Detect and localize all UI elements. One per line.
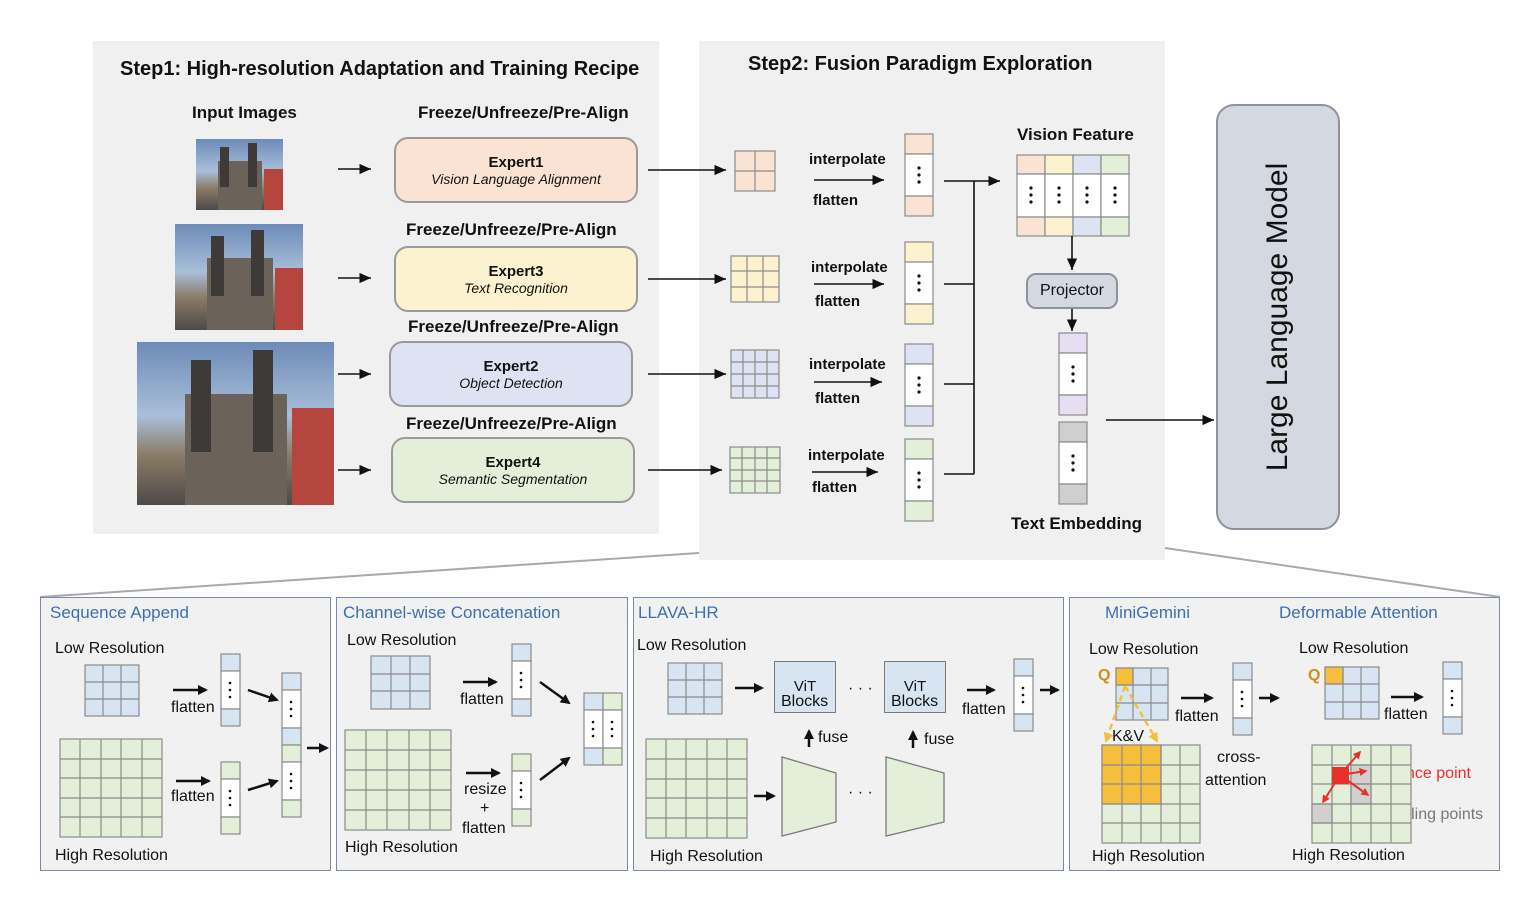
chan-plus: + (480, 800, 490, 817)
interpolate-label-2: interpolate (811, 259, 888, 276)
deform-low-res-label: Low Resolution (1299, 640, 1409, 657)
reference-point-label: Reference point (1358, 765, 1471, 782)
vit-blocks-1: ViT (774, 661, 836, 713)
expert1-box: Expert1 Vision Language Alignment (394, 137, 638, 203)
llava-low-res-label: Low Resolution (637, 637, 747, 654)
seq-high-res-label: High Resolution (55, 847, 168, 864)
cathedral-image-2 (175, 224, 303, 330)
chan-resize: resize (464, 781, 507, 798)
conv-blocks-2-top: Conv (897, 778, 935, 795)
vit-blocks-2-sub: Blocks (891, 693, 939, 710)
expert3-name: Expert3 (488, 262, 544, 280)
llm-label: Large Language Model (1261, 162, 1294, 472)
sampling-points-label: sampling points (1372, 806, 1484, 823)
minigemini-title: MiniGemini (1105, 603, 1191, 622)
expert2-box: Expert2 Object Detection (389, 341, 633, 407)
text-embedding-label: Text Embedding (1011, 514, 1142, 533)
deform-high-res-label: High Resolution (1292, 847, 1405, 864)
expert4-name: Expert4 (485, 453, 541, 471)
mini-q-label: Q (1098, 667, 1111, 684)
step1-title: Step1: High-resolution Adaptation and Tr… (120, 58, 640, 80)
freeze-label-2: Freeze/Unfreeze/Pre-Align (406, 220, 617, 239)
conv-blocks-2-bottom: Blocks (893, 799, 941, 816)
chan-high-res-label: High Resolution (345, 839, 458, 856)
mini-flatten: flatten (1175, 708, 1219, 725)
vit-blocks-2: ViT (884, 661, 946, 713)
fuse-label-2: fuse (924, 731, 955, 748)
conv-blocks-1-top: Conv (794, 778, 832, 795)
deform-q-label: Q (1308, 667, 1321, 684)
expert3-desc: Text Recognition (464, 279, 568, 296)
seq-low-res-label: Low Resolution (55, 640, 165, 657)
expert4-box: Expert4 Semantic Segmentation (391, 437, 635, 503)
freeze-label-3: Freeze/Unfreeze/Pre-Align (408, 317, 619, 336)
expert2-desc: Object Detection (459, 374, 563, 391)
freeze-label-4: Freeze/Unfreeze/Pre-Align (406, 414, 617, 433)
llava-ellipsis-2: · · · (848, 784, 873, 801)
cross-attention-label-1: cross- (1217, 749, 1261, 766)
freeze-label-1: Freeze/Unfreeze/Pre-Align (418, 103, 629, 122)
chan-low-res-label: Low Resolution (347, 632, 457, 649)
zoom-line-right (1164, 547, 1501, 598)
zoom-line-left (39, 552, 700, 598)
conv-blocks-1-bottom: Blocks (789, 799, 837, 816)
step2-title: Step2: Fusion Paradigm Exploration (748, 53, 1093, 75)
deform-flatten: flatten (1384, 706, 1428, 723)
interpolate-label-1: interpolate (809, 151, 886, 168)
llava-ellipsis-1: · · · (848, 680, 873, 697)
mini-high-res-label: High Resolution (1092, 848, 1205, 865)
seq-flatten-2: flatten (171, 788, 215, 805)
mini-kv-label: K&V (1112, 728, 1145, 745)
llava-high-res-label: High Resolution (650, 848, 763, 865)
flatten-label-1: flatten (813, 192, 858, 209)
expert1-name: Expert1 (488, 153, 544, 171)
llava-hr-panel (633, 597, 1064, 871)
input-images-label: Input Images (192, 103, 297, 122)
sequence-append-panel (40, 597, 331, 871)
sequence-append-title: Sequence Append (50, 603, 189, 622)
mini-low-res-label: Low Resolution (1089, 641, 1199, 658)
large-language-model-box: Large Language Model (1216, 104, 1340, 530)
expert4-desc: Semantic Segmentation (438, 470, 588, 487)
cross-attention-label-2: attention (1205, 772, 1267, 789)
deformable-attention-title: Deformable Attention (1279, 603, 1438, 622)
interpolate-label-4: interpolate (808, 447, 885, 464)
channel-concat-title: Channel-wise Concatenation (343, 603, 561, 622)
flatten-label-4: flatten (812, 479, 857, 496)
llava-hr-title: LLAVA-HR (638, 603, 719, 622)
seq-flatten-1: flatten (171, 699, 215, 716)
flatten-label-3: flatten (815, 390, 860, 407)
vision-feature-label: Vision Feature (1017, 125, 1134, 144)
interpolate-label-3: interpolate (809, 356, 886, 373)
cathedral-image-1 (196, 139, 283, 210)
expert3-box: Expert3 Text Recognition (394, 246, 638, 312)
vit-blocks-1-sub: Blocks (781, 693, 829, 710)
expert1-desc: Vision Language Alignment (431, 170, 601, 187)
flatten-label-2: flatten (815, 293, 860, 310)
projector-box: Projector (1026, 273, 1118, 309)
cathedral-image-3 (137, 342, 334, 505)
fuse-label-1: fuse (818, 729, 849, 746)
chan-flatten: flatten (460, 691, 504, 708)
expert2-name: Expert2 (483, 357, 539, 375)
llava-flatten: flatten (962, 701, 1006, 718)
chan-resize-flatten: flatten (462, 820, 506, 837)
